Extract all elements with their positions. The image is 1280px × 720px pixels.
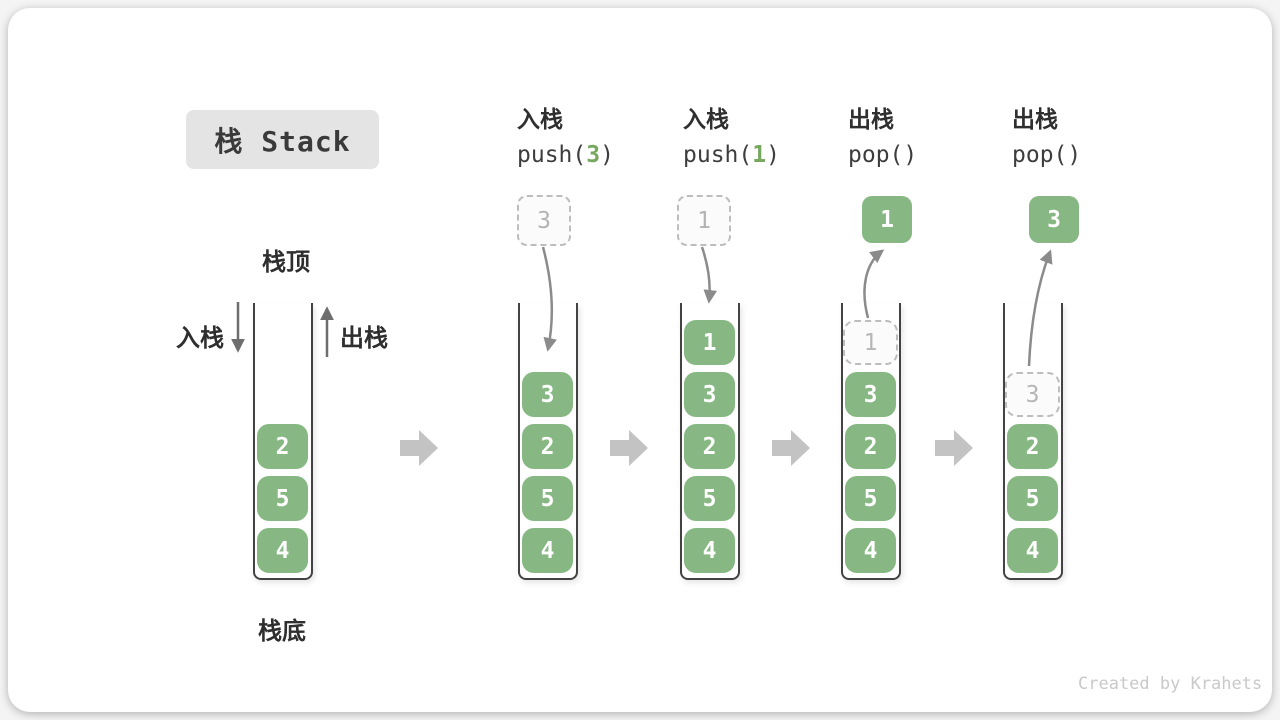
stack-container-1: 2 5 4 (253, 303, 313, 580)
popped-value-box: 3 (1029, 196, 1079, 243)
stack-top-label: 栈顶 (262, 249, 310, 276)
operation-code: pop() (848, 139, 917, 172)
stack-cell: 4 (1007, 528, 1058, 573)
pushed-value-box: 3 (517, 195, 571, 246)
stack-cell-ghost: 3 (1005, 372, 1060, 417)
code-text: push( (683, 142, 753, 168)
stack-cell: 2 (522, 424, 573, 469)
operation-label-3: 出栈 pop() (848, 103, 917, 172)
operation-label-2: 入栈 push(1) (683, 103, 780, 172)
operation-label-1: 入栈 push(3) (517, 103, 614, 172)
stack-cell: 2 (684, 424, 735, 469)
operation-code: push(3) (517, 139, 614, 172)
code-text: pop( (1012, 142, 1068, 168)
code-text: push( (517, 142, 587, 168)
stack-cell-ghost: 1 (843, 320, 898, 365)
stack-cell: 1 (684, 320, 735, 365)
watermark: Created by Krahets (1078, 674, 1263, 694)
stack-cell: 5 (684, 476, 735, 521)
operation-name: 出栈 (1012, 106, 1058, 132)
stack-cell: 3 (522, 372, 573, 417)
operation-name: 入栈 (683, 106, 729, 132)
stack-cell: 4 (845, 528, 896, 573)
code-text: ) (1067, 142, 1082, 168)
operation-name: 入栈 (517, 106, 563, 132)
stack-cell: 2 (257, 424, 308, 469)
operation-label-4: 出栈 pop() (1012, 103, 1081, 172)
stack-cell: 5 (522, 476, 573, 521)
stack-cell: 4 (257, 528, 308, 573)
push-side-label: 入栈 (176, 325, 224, 352)
stack-cell: 3 (845, 372, 896, 417)
stack-cell: 5 (845, 476, 896, 521)
operation-code: push(1) (683, 139, 780, 172)
title-badge: 栈 Stack (186, 110, 379, 169)
code-text: ) (600, 142, 614, 168)
code-text: pop( (848, 142, 904, 168)
stack-cell: 4 (522, 528, 573, 573)
stack-bottom-label: 栈底 (258, 618, 306, 645)
stack-cell: 5 (1007, 476, 1058, 521)
pushed-value-box: 1 (677, 195, 731, 246)
stack-cell: 3 (684, 372, 735, 417)
stack-cell: 2 (845, 424, 896, 469)
stack-container-4: 1 3 2 5 4 (841, 303, 901, 580)
stack-cell: 5 (257, 476, 308, 521)
popped-value-box: 1 (862, 196, 912, 243)
code-arg: 3 (586, 142, 601, 168)
stack-container-2: 3 2 5 4 (518, 303, 578, 580)
stack-cell: 4 (684, 528, 735, 573)
stack-cell: 2 (1007, 424, 1058, 469)
code-text: ) (766, 142, 780, 168)
operation-name: 出栈 (848, 106, 894, 132)
operation-code: pop() (1012, 139, 1081, 172)
code-text: ) (903, 142, 918, 168)
code-arg: 1 (752, 142, 767, 168)
pop-side-label: 出栈 (340, 325, 388, 352)
stack-container-3: 1 3 2 5 4 (680, 303, 740, 580)
